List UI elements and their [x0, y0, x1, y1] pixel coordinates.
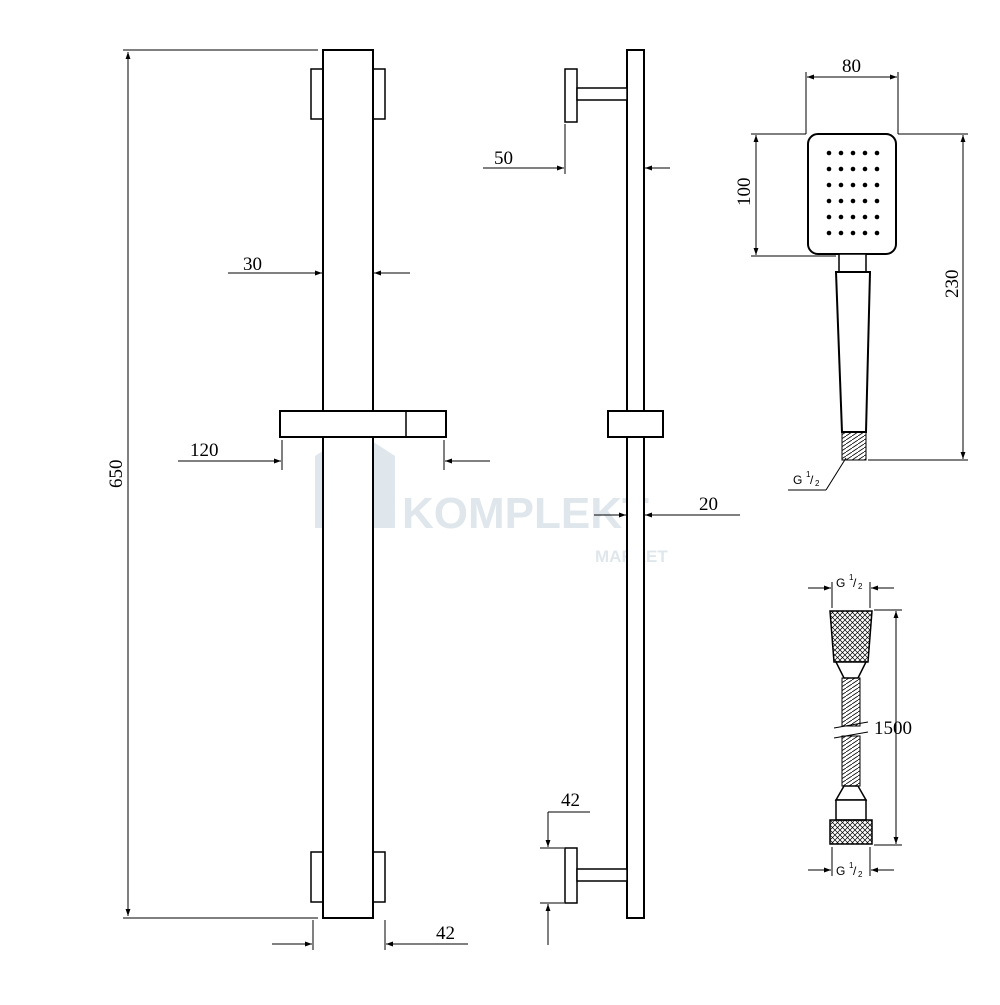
dim-50-label: 50: [494, 148, 513, 169]
dim-120-label: 120: [190, 440, 219, 461]
hose-break-top: [833, 721, 869, 729]
dim-20-label: 20: [699, 494, 718, 515]
nozzle-dot: [826, 182, 832, 188]
dim-80-label: 80: [842, 56, 861, 77]
g-slash: /: [810, 473, 814, 487]
shower-neck: [838, 253, 867, 273]
nozzle-dot: [826, 230, 832, 236]
g-prefix: G: [836, 576, 845, 590]
nozzle-dot: [850, 150, 856, 156]
nozzle-dot: [874, 150, 880, 156]
g-thread-label-hose-bottom: G 1 / 2: [836, 861, 863, 879]
dim-230-label: 230: [942, 270, 963, 299]
nozzle-dot: [838, 182, 844, 188]
nozzle-dot: [850, 230, 856, 236]
nozzle-dot: [850, 214, 856, 220]
nozzle-dot: [850, 166, 856, 172]
shower-thread: [841, 431, 867, 461]
dim-42s-label: 42: [561, 790, 580, 811]
side-bottom-arm: [576, 868, 628, 882]
dim-650-label: 650: [106, 460, 127, 489]
nozzle-dot: [874, 230, 880, 236]
side-slider-holder: [607, 410, 664, 438]
nozzle-dot: [874, 214, 880, 220]
nozzle-dot: [862, 198, 868, 204]
g-thread-label-hose-top: G 1 / 2: [836, 573, 863, 591]
nozzle-dot: [838, 150, 844, 156]
g-sup: 1: [849, 861, 854, 870]
side-top-arm: [576, 87, 628, 101]
nozzle-dot: [838, 214, 844, 220]
hose-top-cone: [834, 661, 868, 679]
watermark-brand: KOMPLEKT: [402, 489, 649, 538]
nozzle-dot: [850, 198, 856, 204]
nozzle-dot: [862, 182, 868, 188]
g-sub: 2: [815, 479, 820, 488]
shower-hose: 1500 G 1 / 2 G 1 / 2: [808, 573, 912, 879]
nozzle-dot: [826, 166, 832, 172]
nozzle-dot: [838, 230, 844, 236]
hose-coil-upper: [841, 677, 861, 727]
nozzle-dot: [874, 166, 880, 172]
g-thread-label-handset: G 1 / 2: [793, 470, 820, 488]
nozzle-dot: [862, 166, 868, 172]
g-sup: 1: [806, 470, 811, 479]
g-slash: /: [853, 576, 857, 590]
hose-break-bottom: [833, 731, 869, 739]
front-slider-holder: [279, 410, 447, 438]
g-sup: 1: [849, 573, 854, 582]
nozzle-dot: [838, 198, 844, 204]
g-sub: 2: [858, 870, 863, 879]
shower-handle: [834, 271, 872, 433]
front-view: 650 30 120 42: [106, 49, 490, 950]
nozzle-dot: [826, 150, 832, 156]
dim-30-label: 30: [243, 254, 262, 275]
nozzle-dot: [874, 182, 880, 188]
g-thread-leader: [825, 457, 847, 491]
hose-bottom-nut: [829, 819, 873, 845]
hand-shower: 80 100 230 G 1 / 2: [734, 56, 968, 491]
nozzle-dot: [838, 166, 844, 172]
g-slash: /: [853, 864, 857, 878]
nozzle-dot: [862, 150, 868, 156]
nozzle-dot: [826, 214, 832, 220]
g-prefix: G: [793, 473, 802, 487]
dim-1500-label: 1500: [874, 718, 912, 739]
front-slide-bar: [322, 49, 374, 919]
side-view: 50 20 42: [483, 49, 740, 945]
side-top-wall-plate: [564, 68, 578, 123]
hose-bottom-ferrule: [835, 799, 867, 821]
nozzle-dot: [850, 182, 856, 188]
hose-bottom-cone: [834, 785, 868, 801]
g-sub: 2: [858, 582, 863, 591]
dim-100-label: 100: [734, 178, 755, 207]
hose-top-nut: [829, 610, 873, 663]
hose-coil-lower: [841, 735, 861, 787]
shower-nozzles: [826, 150, 880, 236]
side-slide-bar: [626, 49, 645, 919]
nozzle-dot: [862, 230, 868, 236]
nozzle-dot: [874, 198, 880, 204]
nozzle-dot: [826, 198, 832, 204]
g-prefix: G: [836, 864, 845, 878]
dim-42-label: 42: [436, 923, 455, 944]
side-bottom-wall-plate: [564, 847, 578, 904]
nozzle-dot: [862, 214, 868, 220]
